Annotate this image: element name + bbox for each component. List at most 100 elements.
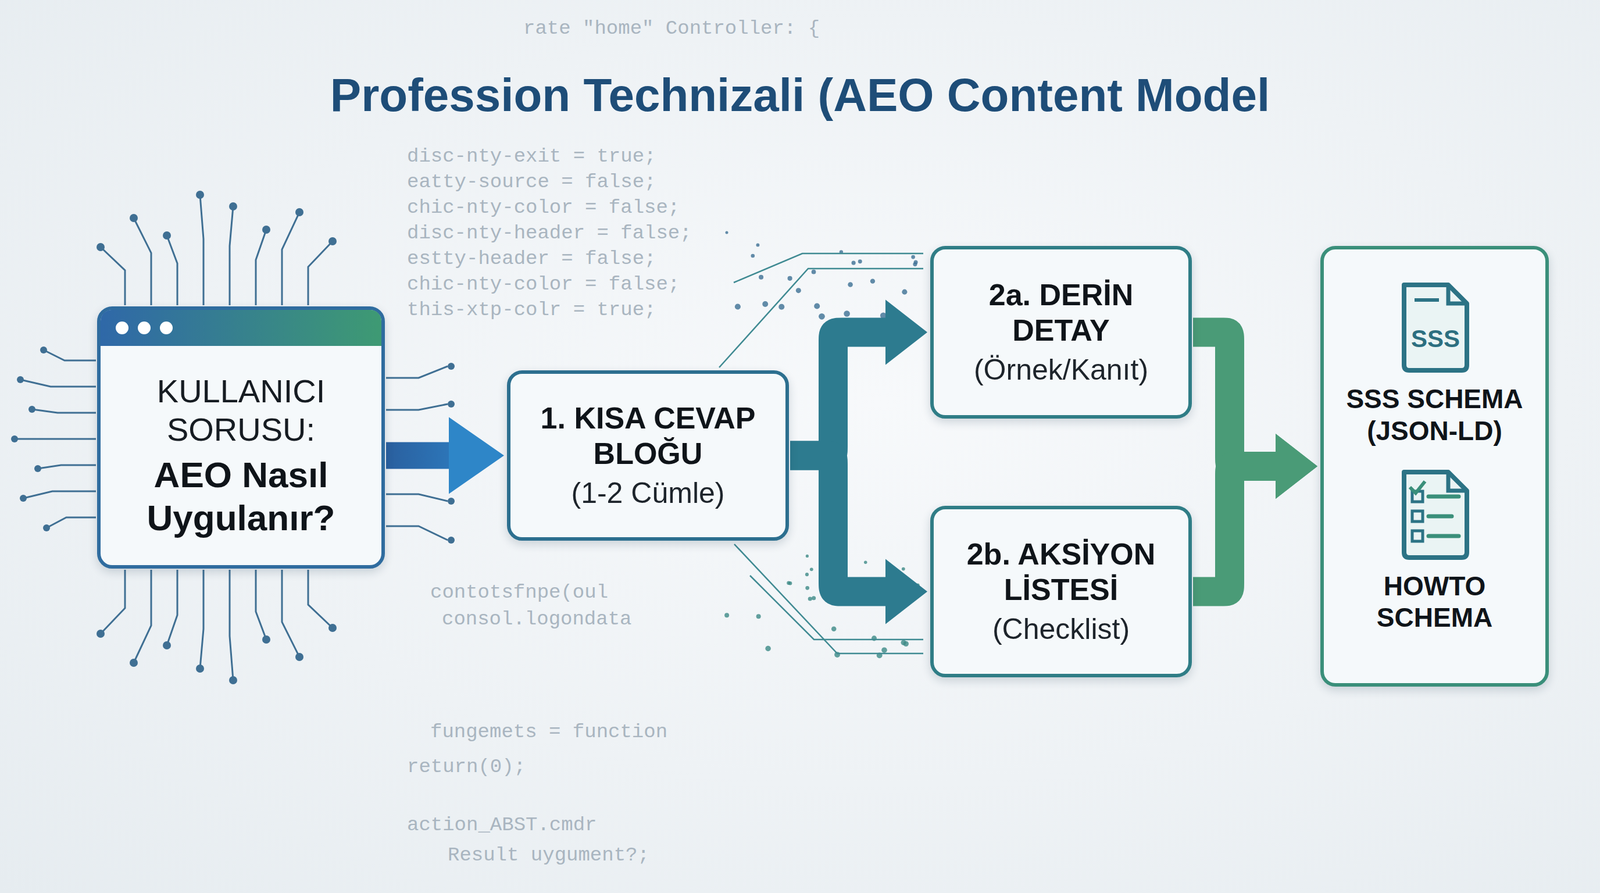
trace-dot (328, 237, 337, 246)
scatter-dot (831, 626, 837, 632)
scatter-dot (762, 301, 769, 307)
trace-dot (96, 629, 105, 638)
trace-line (166, 235, 178, 306)
trace-dot (447, 536, 455, 544)
trace-line (229, 569, 234, 681)
code-watermark: estty-header = false; (406, 247, 656, 270)
code-watermark: eatty-source = false; (406, 170, 656, 194)
scatter-dot (911, 255, 916, 260)
scatter-dot (811, 269, 817, 275)
document-fold (1448, 284, 1467, 304)
code-watermark: this-xtp-colr = true; (406, 298, 656, 321)
trace-dot (19, 494, 27, 502)
node-heading: 2a. DERİN DETAY (945, 277, 1177, 349)
scatter-dot (795, 287, 802, 294)
window-dot (159, 321, 173, 335)
trace-line (229, 206, 234, 306)
trace-dot (195, 190, 205, 199)
trace-dot (447, 400, 455, 408)
document-fold (1448, 472, 1467, 491)
trace-dot (129, 213, 138, 223)
trace-line (46, 517, 96, 528)
flow-arrow (386, 417, 505, 495)
checklist-document-icon (1391, 466, 1479, 563)
arrow-shaft (1193, 332, 1278, 467)
trace-dots (11, 190, 920, 685)
scatter-dot (901, 289, 907, 295)
scatter-dot (756, 613, 762, 619)
trace-line (200, 194, 204, 306)
node-subtext: AEO Nasıl Uygulanır? (112, 453, 370, 539)
window-header (100, 309, 382, 346)
trace-line (386, 526, 448, 541)
window-dot (137, 321, 151, 335)
trace-line (133, 218, 152, 306)
scatter-dot (787, 276, 793, 281)
trace-line (200, 569, 204, 669)
trace-line (31, 409, 96, 413)
node-content: 2b. AKSİYON LİSTESİ(Checklist) (945, 536, 1177, 648)
arrow-head (885, 559, 928, 625)
trace-dot (262, 635, 271, 644)
process-box: 1. KISA CEVAP BLOĞU(1-2 Cümle) (506, 370, 789, 541)
code-watermark: action_ABST.cmdr (406, 813, 597, 837)
trace-dot (43, 524, 50, 532)
arrow-head (885, 300, 928, 366)
scatter-dot (765, 645, 771, 652)
trace-line (100, 247, 125, 306)
arrow-shaft (790, 332, 888, 456)
trace-line (255, 229, 267, 306)
scatter-dot (805, 586, 810, 591)
node-subtext: (Checklist) (992, 612, 1130, 647)
node-content: KULLANICI SORUSU:AEO Nasıl Uygulanır? (112, 372, 370, 539)
trace-dot (28, 405, 36, 413)
arrow-head (1275, 433, 1318, 499)
arrow-shaft (1193, 466, 1278, 592)
trace-dot (34, 465, 42, 473)
node-subtext: (Örnek/Kanıt) (973, 352, 1149, 388)
process-box: 2b. AKSİYON LİSTESİ(Checklist) (930, 505, 1192, 678)
trace-line (133, 569, 152, 663)
trace-line (37, 465, 96, 469)
trace-dot (229, 202, 238, 211)
trace-dot (295, 652, 304, 662)
scatter-dot (758, 275, 764, 280)
trace-line (308, 569, 333, 628)
scatter-dot (851, 261, 856, 266)
scatter-dot (863, 561, 867, 564)
trace-dot (328, 623, 337, 632)
scatter-dot (903, 641, 909, 647)
scatter-dot (788, 581, 792, 585)
scatter-dot (847, 281, 853, 288)
trace-dot (11, 435, 19, 443)
code-watermark: rate "home" Controller: { (523, 17, 820, 40)
document-outline (1404, 284, 1467, 371)
scatter-dot (912, 262, 917, 267)
scatter-dot (778, 304, 785, 310)
node-subtext: (1-2 Cümle) (571, 476, 725, 511)
node-content: 1. KISA CEVAP BLOĞU(1-2 Cümle) (522, 400, 774, 512)
question-window: KULLANICI SORUSU:AEO Nasıl Uygulanır? (97, 306, 385, 569)
code-watermark: disc-nty-header = false; (406, 222, 692, 245)
arrow-shaft (386, 442, 452, 470)
process-box: 2a. DERİN DETAY(Örnek/Kanıt) (930, 245, 1192, 419)
scatter-dot (725, 231, 729, 235)
code-watermark: chic-nty-color = false; (406, 273, 680, 296)
arrow-shaft (790, 455, 888, 592)
node-subtext: HOWTO SCHEMA (1332, 570, 1537, 634)
trace-line (733, 253, 924, 283)
trace-dot (129, 658, 138, 667)
trace-line (14, 438, 96, 441)
trace-dot (16, 376, 24, 384)
trace-dot (295, 208, 304, 217)
code-watermark: Result uygument?; (447, 844, 650, 867)
trace-line (386, 404, 448, 410)
node-content: 2a. DERİN DETAY(Örnek/Kanıt) (945, 277, 1177, 388)
arrow-head (448, 417, 505, 495)
trace-line (100, 569, 125, 634)
scatter-dot (858, 259, 863, 264)
window-dot (115, 321, 129, 335)
node-heading: 2b. AKSİYON LİSTESİ (945, 536, 1177, 609)
code-watermark: return(0); (406, 755, 526, 778)
